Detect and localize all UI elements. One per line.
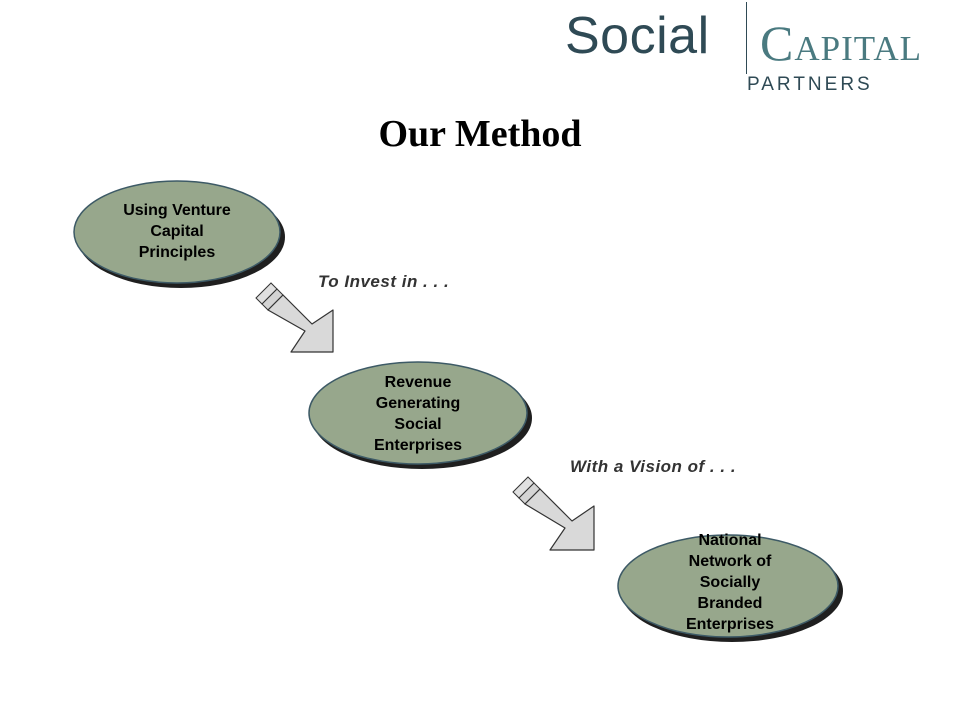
node-2-ellipse bbox=[308, 361, 528, 465]
node-3-line: Socially bbox=[699, 574, 761, 591]
node-3-line: Network of bbox=[688, 553, 772, 570]
node-3-line: Branded bbox=[697, 595, 763, 612]
node-3-line: National bbox=[698, 532, 762, 549]
logo-partners-text: PARTNERS bbox=[747, 74, 873, 95]
node-1-label: Using Venture Capital Principles bbox=[97, 200, 257, 263]
logo-capital-text: Capital bbox=[760, 15, 922, 71]
node-social-enterprises bbox=[308, 361, 532, 469]
node-1-ellipse bbox=[73, 180, 281, 284]
node-3-label: National Network of Socially Branded Ent… bbox=[650, 530, 810, 635]
node-1-line: Using Venture bbox=[123, 202, 231, 219]
logo-divider bbox=[746, 2, 747, 74]
node-2-line: Social bbox=[394, 416, 442, 433]
arrow-2 bbox=[512, 476, 595, 551]
node-national-network bbox=[617, 534, 843, 642]
logo-social-text: Social bbox=[565, 7, 710, 65]
arrow-1 bbox=[255, 282, 334, 353]
node-1-line: Principles bbox=[138, 244, 216, 261]
node-venture-capital-principles bbox=[73, 180, 285, 288]
node-2-line: Enterprises bbox=[373, 437, 463, 454]
page-title: Our Method bbox=[378, 113, 582, 155]
node-3-ellipse bbox=[617, 534, 839, 638]
connector-1-label: To Invest in . . . bbox=[318, 272, 450, 291]
node-2-line: Revenue bbox=[384, 374, 452, 391]
node-2-label: Revenue Generating Social Enterprises bbox=[338, 372, 498, 456]
arrow-2-body bbox=[524, 488, 595, 551]
connector-2-label: With a Vision of . . . bbox=[570, 457, 737, 476]
social-capital-partners-logo: Social Capital PARTNERS bbox=[565, 0, 960, 100]
arrow-1-body bbox=[267, 294, 334, 353]
node-3-line: Enterprises bbox=[685, 616, 775, 633]
node-1-line: Capital bbox=[150, 223, 204, 240]
node-2-line: Generating bbox=[375, 395, 461, 412]
